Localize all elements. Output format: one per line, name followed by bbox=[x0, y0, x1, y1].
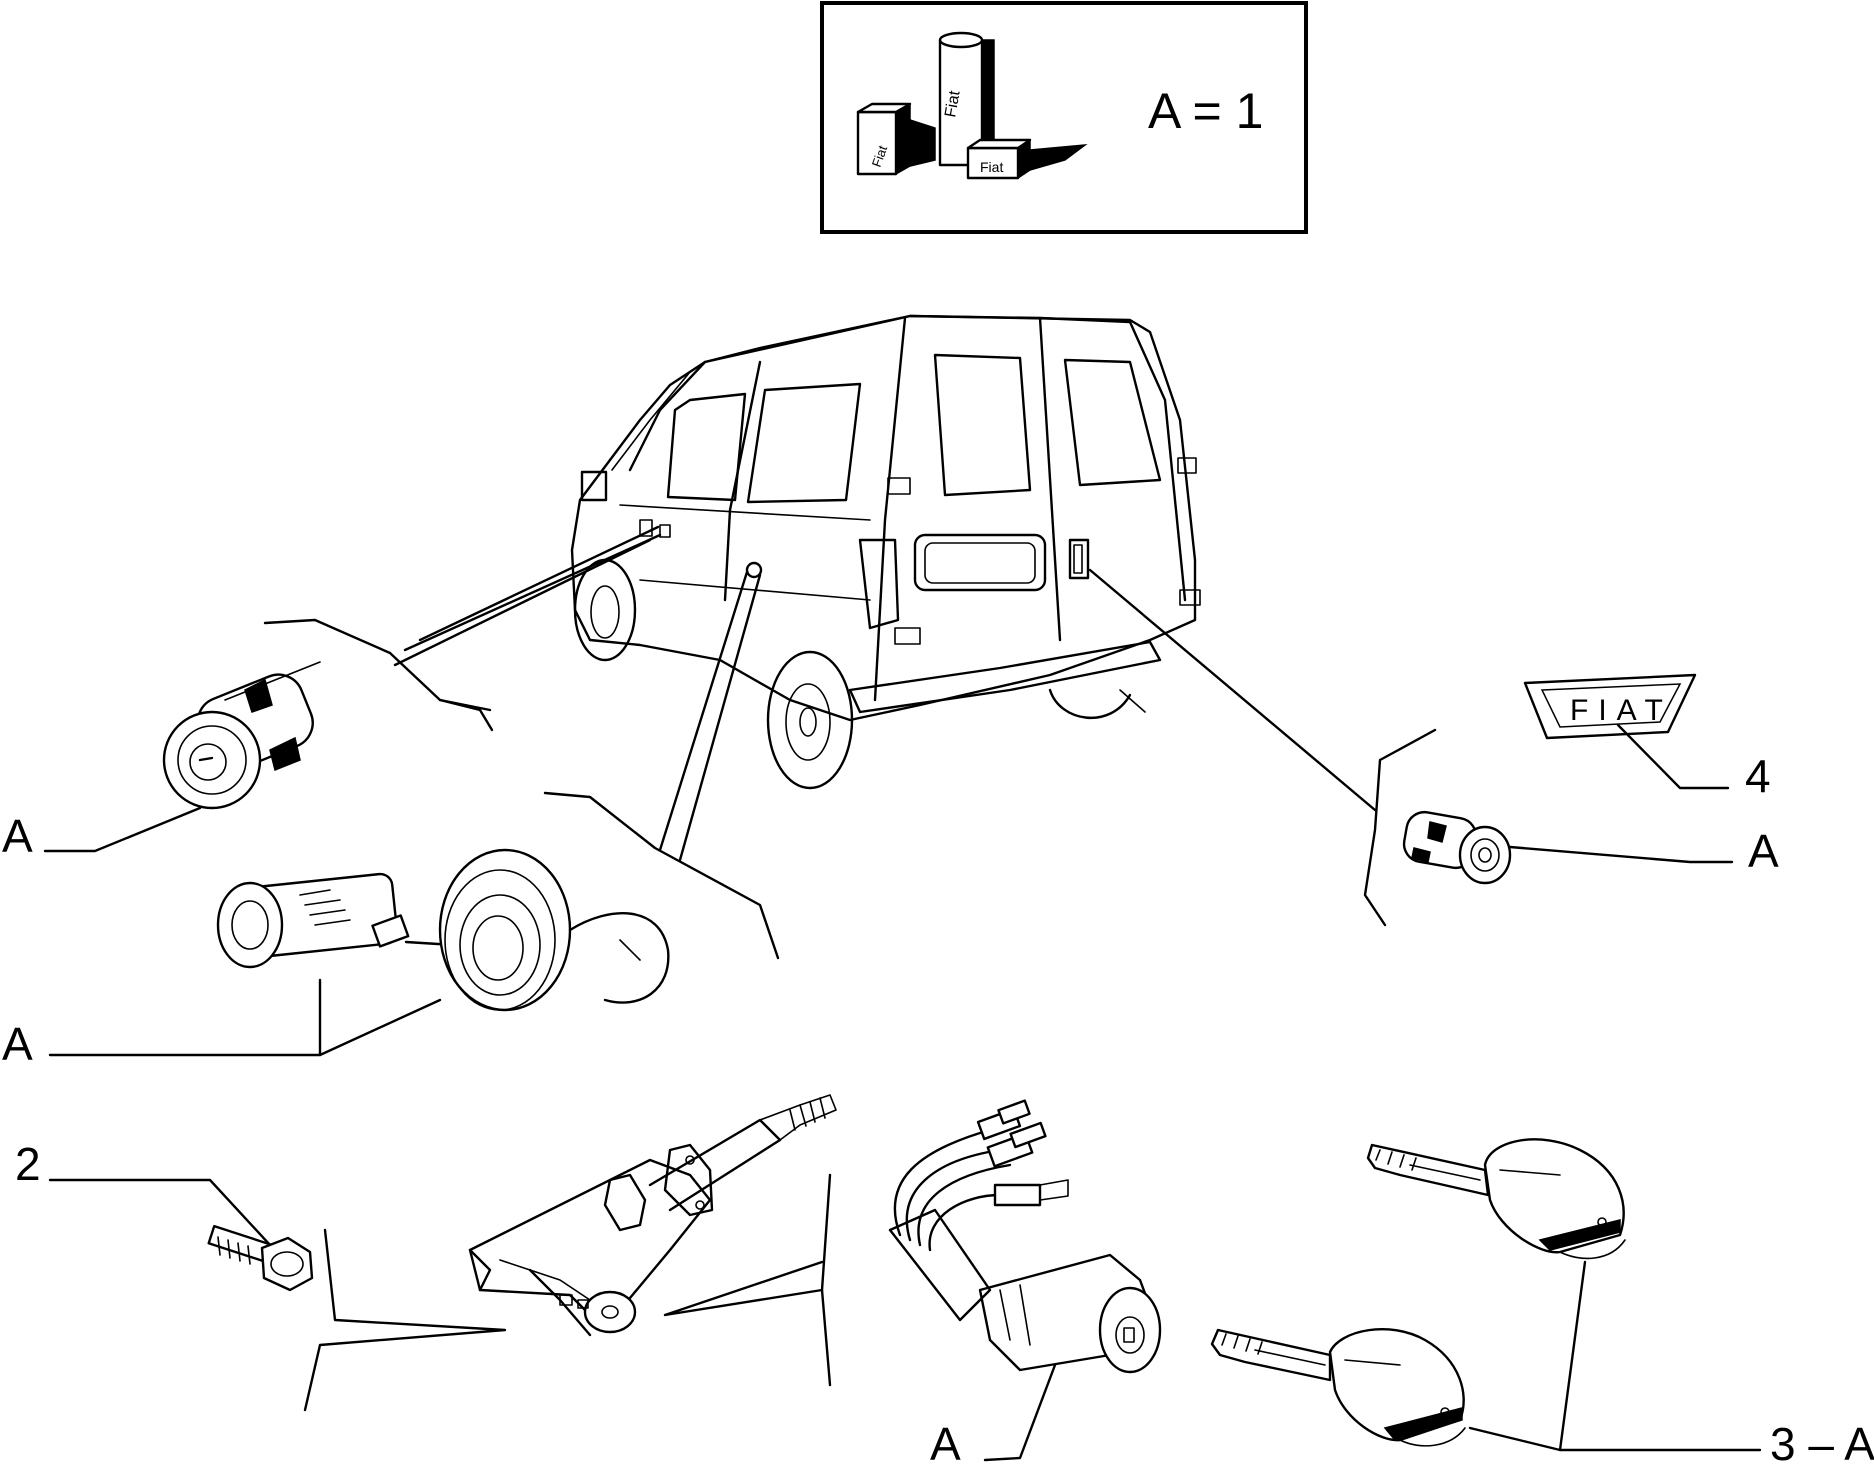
key-lower bbox=[1210, 1328, 1466, 1447]
steering-lock bbox=[303, 1094, 837, 1412]
lock-sliding-door-assembly: A bbox=[2, 791, 780, 1070]
callout-keys: 3 – A bbox=[1770, 1418, 1874, 1470]
fiat-badge: FIAT 4 bbox=[1523, 673, 1771, 802]
callout-lock-front-door: A bbox=[2, 810, 33, 862]
screw: 2 bbox=[15, 1138, 314, 1292]
kit-flat-text: Fiat bbox=[980, 159, 1003, 175]
kit-box-text: Fiat bbox=[869, 143, 891, 169]
kit-quantity-label: A = 1 bbox=[1148, 83, 1263, 139]
ignition-switch: A bbox=[888, 1099, 1162, 1470]
keys: 3 – A bbox=[1210, 1138, 1874, 1470]
key-upper bbox=[1366, 1138, 1626, 1260]
kit-cylinder-text: Fiat bbox=[942, 89, 963, 119]
kit-legend-box: Fiat Fiat Fiat A = 1 bbox=[820, 1, 1308, 234]
callout-ignition-switch: A bbox=[930, 1418, 961, 1470]
lock-cylinder-front-door: A bbox=[2, 618, 494, 862]
callout-lock-sliding-door: A bbox=[2, 1018, 33, 1070]
leader-lines bbox=[393, 525, 1377, 862]
lock-cylinder-rear-door: A bbox=[1363, 728, 1779, 927]
callout-badge: 4 bbox=[1745, 750, 1771, 802]
callout-screw: 2 bbox=[15, 1138, 41, 1190]
badge-text: FIAT bbox=[1570, 694, 1673, 727]
van-illustration bbox=[570, 314, 1201, 790]
callout-lock-rear-door: A bbox=[1748, 825, 1779, 877]
kit-icon: Fiat Fiat Fiat bbox=[856, 31, 1088, 180]
